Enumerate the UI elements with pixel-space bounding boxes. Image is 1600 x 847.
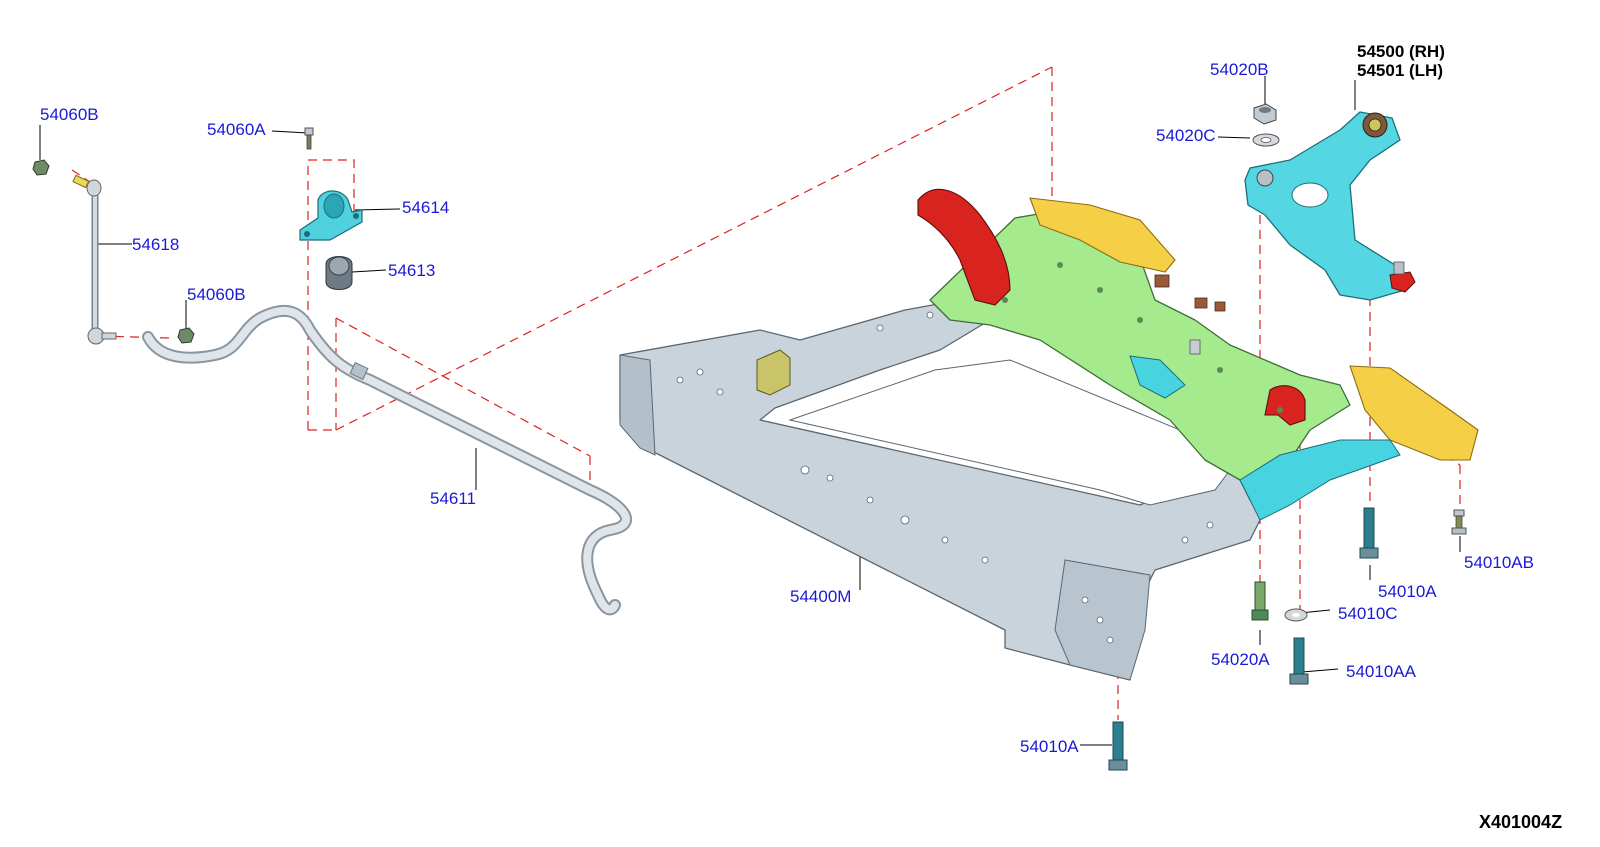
stabilizer-bar: [142, 304, 632, 616]
washer-54010C: [1284, 608, 1308, 622]
stabilizer-link: [72, 174, 117, 345]
bolt-54010AA: [1289, 637, 1309, 685]
bushing-54613: [325, 256, 353, 290]
bolt-54010A-bottom: [1108, 721, 1128, 771]
label-54010A-bottom: 54010A: [1020, 737, 1079, 756]
bolt-54010A-right: [1359, 507, 1379, 559]
nut-54020B: [1253, 103, 1277, 125]
label-54060B-top: 54060B: [40, 105, 99, 124]
label-54010A-right: 54010A: [1378, 582, 1437, 601]
label-54010C: 54010C: [1338, 604, 1398, 623]
label-54613: 54613: [388, 261, 436, 280]
bolt-54060A: [304, 127, 314, 150]
label-54614: 54614: [402, 198, 450, 217]
bolt-54010AB: [1451, 509, 1467, 535]
washer-54020C: [1252, 133, 1280, 147]
label-54618: 54618: [132, 235, 180, 254]
nut-54060B-top: [32, 159, 50, 176]
leader-lines: [39, 76, 1461, 746]
lower-control-arm: [1244, 111, 1416, 301]
label-54501-lh: 54501 (LH): [1357, 61, 1443, 80]
front-subframe: [619, 188, 1479, 681]
nut-54060B-mid: [177, 327, 195, 344]
bracket-54614: [299, 190, 363, 241]
label-54500-rh: 54500 (RH): [1357, 42, 1445, 61]
label-54611: 54611: [430, 489, 477, 508]
label-54060B-mid: 54060B: [187, 285, 246, 304]
label-54020B: 54020B: [1210, 60, 1269, 79]
label-54020C: 54020C: [1156, 126, 1216, 145]
label-54060A: 54060A: [207, 120, 266, 139]
label-54400M: 54400M: [790, 587, 852, 606]
label-54010AB: 54010AB: [1464, 553, 1534, 572]
label-54010AA: 54010AA: [1346, 662, 1416, 681]
diagram-code: X401004Z: [1479, 812, 1563, 832]
label-54020A: 54020A: [1211, 650, 1270, 669]
bolt-54020A: [1251, 581, 1269, 621]
